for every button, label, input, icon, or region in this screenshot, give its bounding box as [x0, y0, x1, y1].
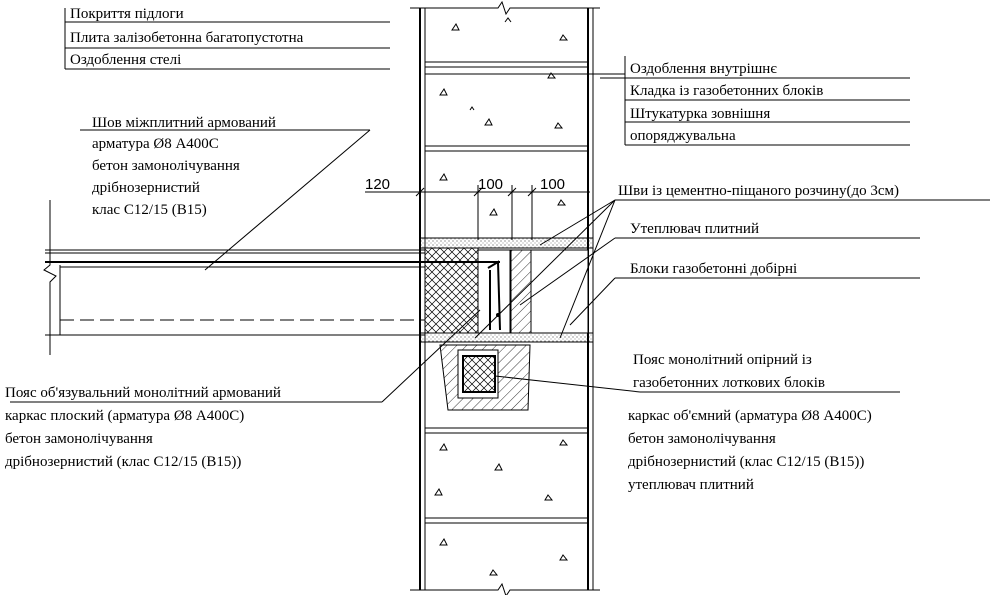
dimension-100-b: 100	[540, 176, 565, 193]
dimension-120: 120	[365, 176, 390, 193]
insulation-board	[510, 249, 532, 334]
label-inner-finish: Оздоблення внутрішнє	[630, 61, 777, 77]
support-belt-title: Пояс монолітний опірний із	[633, 352, 812, 368]
tie-belt-frame: каркас плоский (арматура Ø8 А400С)	[5, 408, 244, 424]
seam-note-concrete: бетон замонолічування	[92, 158, 240, 174]
dimension-100-a: 100	[478, 176, 503, 193]
tie-belt-title: Пояс об'язувальний монолітний армований	[5, 385, 281, 401]
label-ceiling-finish: Оздоблення стелі	[70, 52, 181, 68]
hollow-core-slab	[43, 200, 500, 355]
support-belt-frame: каркас об'ємний (арматура Ø8 А400С)	[628, 408, 872, 424]
tie-belt	[424, 247, 511, 334]
support-belt-u-block	[439, 344, 531, 411]
mortar-joint-top	[419, 237, 594, 249]
support-belt-concrete: бетон замонолічування	[628, 431, 776, 447]
support-belt-title-2: газобетонних лоткових блоків	[633, 375, 825, 391]
support-belt-class: дрібнозернистий (клас С12/15 (В15))	[628, 454, 864, 470]
label-insulation: Утеплювач плитний	[630, 221, 759, 237]
label-block-masonry: Кладка із газобетонних блоків	[630, 83, 823, 99]
seam-note-rebar: арматура Ø8 А400С	[92, 136, 219, 152]
support-belt-insulation: утеплювач плитний	[628, 477, 754, 493]
tie-belt-concrete: бетон замонолічування	[5, 431, 153, 447]
label-outer-plaster-finish: опоряджувальна	[630, 128, 736, 144]
seam-note-title: Шов міжплитний армований	[92, 115, 276, 131]
label-mortar-joints: Шви із цементно-піщаного розчину(до 3см)	[618, 183, 899, 199]
label-floor-cover: Покриття підлоги	[70, 6, 184, 22]
leader-lines	[10, 8, 990, 403]
tie-belt-class: дрібнозернистий (клас С12/15 (В15))	[5, 454, 241, 470]
label-outer-plaster: Штукатурка зовнішня	[630, 106, 770, 122]
seam-note-class: клас С12/15 (В15)	[92, 202, 207, 218]
label-extra-blocks: Блоки газобетонні добірні	[630, 261, 797, 277]
mortar-joint-bottom	[419, 332, 594, 343]
seam-note-fine: дрібнозернистий	[92, 180, 200, 196]
label-hollow-slab: Плита залізобетонна багатопустотна	[70, 30, 304, 46]
